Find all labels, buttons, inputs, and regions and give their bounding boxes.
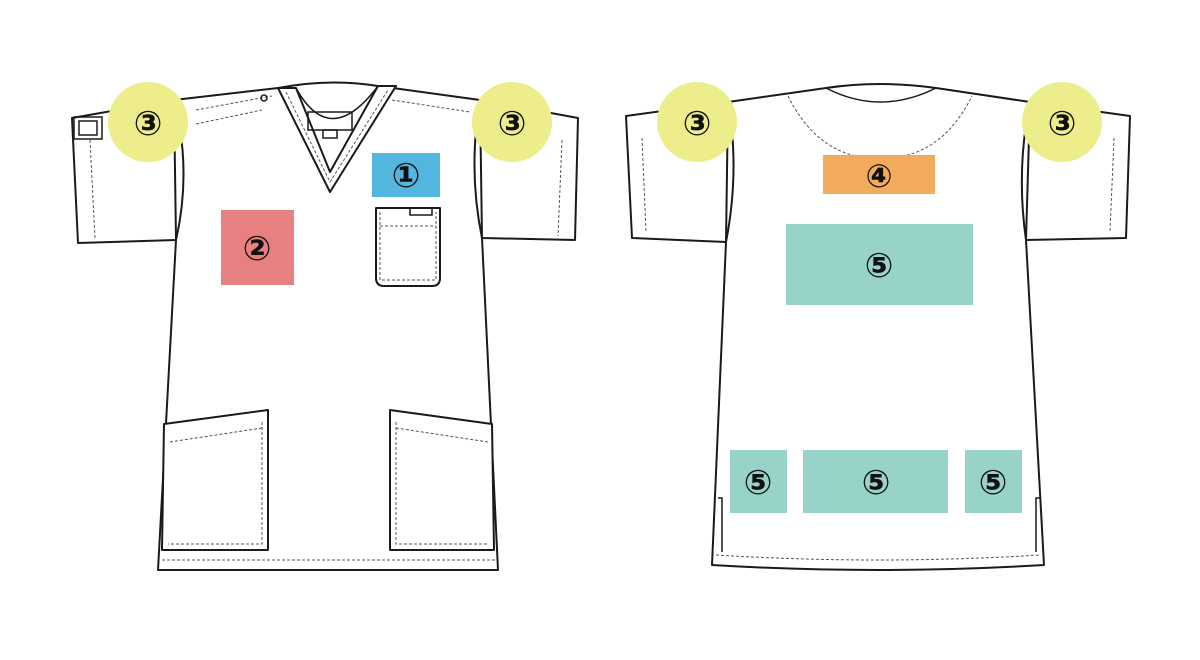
zone-label-back-sleeve-right: ③ (1048, 104, 1077, 144)
zone-label-sleeve-right: ③ (134, 104, 163, 144)
zone-chest-left-box (372, 153, 440, 197)
sleeve-tab (73, 116, 103, 140)
zone-label-back-center: ⑤ (865, 246, 894, 286)
zone-back-center-box (786, 224, 973, 305)
zone-label-back-hem-left: ⑤ (744, 463, 773, 503)
zone-label-chest-left: ① (392, 156, 421, 196)
zone-label-back-hem-right: ⑤ (979, 463, 1008, 503)
zone-back-hem-left-box (730, 450, 787, 513)
zone-back-neck-box (823, 155, 935, 194)
zone-chest-right-box (221, 210, 294, 285)
back-body (711, 83, 1045, 571)
print-zones (108, 82, 1102, 513)
front-scrub-top (71, 81, 579, 571)
zone-sleeve-left-circle (472, 82, 552, 162)
zone-back-sleeve-left-circle (657, 82, 737, 162)
snap-button (260, 94, 268, 102)
zone-back-hem-center-box (803, 450, 948, 513)
chest-pocket (375, 207, 441, 287)
zone-labels: ① ② ③ ③ ③ ③ ④ ⑤ ⑤ ⑤ ⑤ (134, 104, 1077, 503)
zone-sleeve-right-circle (108, 82, 188, 162)
zone-label-back-neck: ④ (865, 157, 892, 195)
zone-label-chest-right: ② (243, 229, 272, 269)
zone-label-back-sleeve-left: ③ (683, 104, 712, 144)
lower-left-pocket (161, 409, 269, 551)
zone-label-back-hem-center: ⑤ (862, 463, 891, 503)
zone-label-sleeve-left: ③ (498, 104, 527, 144)
zone-back-hem-right-box (965, 450, 1022, 513)
lower-right-pocket (389, 409, 495, 551)
zone-back-sleeve-right-circle (1022, 82, 1102, 162)
